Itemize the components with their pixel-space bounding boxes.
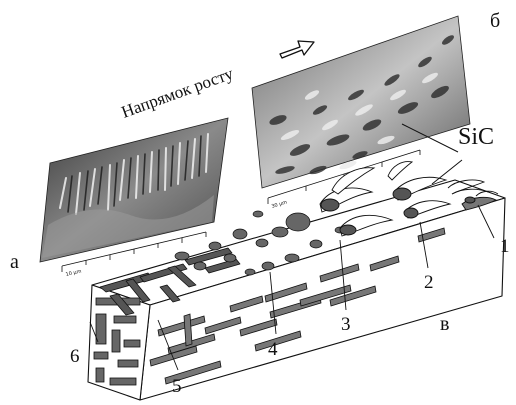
- growth-direction-arrow: [280, 41, 314, 58]
- panel-label-b: б: [490, 10, 500, 32]
- scale-label-a: 10 µm: [65, 268, 82, 277]
- region-number-2: 2: [424, 272, 434, 293]
- region-number-6: 6: [70, 346, 80, 367]
- growth-direction-label: Напрямок росту: [119, 64, 236, 122]
- panel-label-a: а: [10, 251, 19, 273]
- region-number-5: 5: [172, 376, 182, 397]
- panel-label-v: в: [440, 313, 449, 335]
- region-number-3: 3: [341, 314, 351, 335]
- region-number-4: 4: [268, 339, 278, 360]
- scale-label-b: 30 µm: [271, 199, 288, 209]
- region-number-1: 1: [500, 236, 510, 257]
- sic-label: SiC: [458, 124, 494, 150]
